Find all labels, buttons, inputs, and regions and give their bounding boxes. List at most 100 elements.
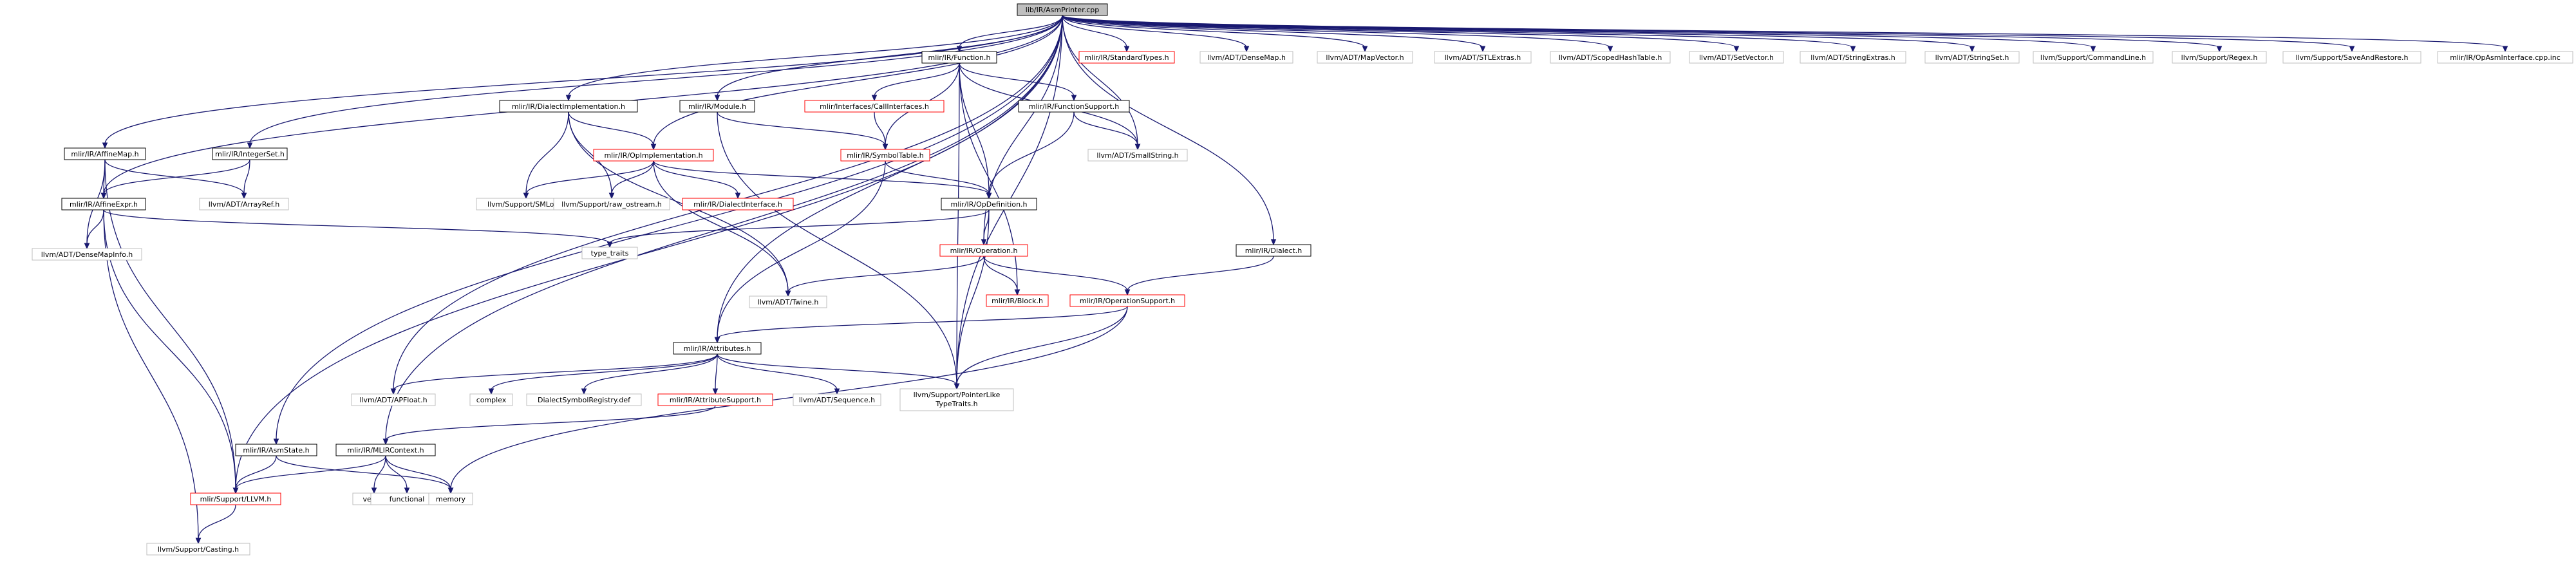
node-box	[581, 247, 638, 259]
edge-root-to-stringset	[1062, 15, 1975, 53]
node-box	[1017, 3, 1108, 16]
node-regex[interactable]: llvm/Support/Regex.h	[2172, 51, 2267, 64]
node-densemap[interactable]: llvm/ADT/DenseMap.h	[1199, 51, 1293, 64]
node-func[interactable]: mlir/IR/Function.h	[921, 51, 997, 64]
node-label: type_traits	[591, 249, 629, 258]
node-box	[1550, 51, 1671, 64]
node-label: llvm/ADT/DenseMap.h	[1207, 53, 1286, 62]
node-label: llvm/Support/Casting.h	[158, 545, 239, 554]
node-box	[1317, 51, 1413, 64]
node-box	[941, 198, 1037, 211]
node-stringextras[interactable]: llvm/ADT/StringExtras.h	[1800, 51, 1906, 64]
node-label: mlir/IR/SymbolTable.h	[847, 151, 924, 160]
node-attributes[interactable]: mlir/IR/Attributes.h	[673, 342, 762, 355]
node-asmstate[interactable]: mlir/IR/AsmState.h	[235, 444, 317, 456]
edge-root-to-setvector	[1062, 15, 1740, 53]
edge-opimpl-to-dialectif	[653, 160, 741, 200]
node-mapvector[interactable]: llvm/ADT/MapVector.h	[1317, 51, 1413, 64]
edge-root-to-mapvector	[1062, 15, 1368, 53]
node-box	[1069, 294, 1185, 307]
node-affineexpr[interactable]: mlir/IR/AffineExpr.h	[61, 198, 146, 211]
edge-attributes-to-apfloat	[390, 353, 718, 395]
node-stlextras[interactable]: llvm/ADT/STLExtras.h	[1434, 51, 1532, 64]
edge-opdef-to-typetraits	[606, 209, 990, 248]
node-box	[986, 294, 1049, 307]
node-sequence[interactable]: llvm/ADT/Sequence.h	[793, 393, 881, 406]
node-box	[32, 248, 142, 261]
node-label: llvm/ADT/StringExtras.h	[1810, 53, 1895, 62]
node-dialectimpl[interactable]: mlir/IR/DialectImplementation.h	[499, 100, 638, 113]
edge-root-to-densemap	[1062, 15, 1250, 53]
node-box	[673, 342, 762, 355]
node-label: llvm/ADT/ScopedHashTable.h	[1559, 53, 1662, 62]
node-twine[interactable]: llvm/ADT/Twine.h	[749, 295, 827, 308]
node-label: mlir/IR/OpDefinition.h	[950, 200, 1027, 209]
node-dialectsymreg[interactable]: DialectSymbolRegistry.def	[526, 393, 642, 406]
edge-root-to-integerset	[247, 15, 1063, 149]
node-densemapinfo[interactable]: llvm/ADT/DenseMapInfo.h	[32, 248, 142, 261]
node-symtable[interactable]: mlir/IR/SymbolTable.h	[840, 149, 930, 162]
node-saverestore[interactable]: llvm/Support/SaveAndRestore.h	[2282, 51, 2421, 64]
node-label: mlir/IR/IntegerSet.h	[215, 150, 285, 158]
node-typetraits[interactable]: type_traits	[581, 247, 638, 259]
node-root[interactable]: lib/IR/AsmPrinter.cpp	[1017, 3, 1108, 16]
node-complex[interactable]: complex	[469, 393, 513, 406]
node-opdef[interactable]: mlir/IR/OpDefinition.h	[941, 198, 1037, 211]
node-rawostream[interactable]: llvm/Support/raw_ostream.h	[553, 198, 670, 211]
node-setvector[interactable]: llvm/ADT/SetVector.h	[1689, 51, 1784, 64]
node-label: mlir/IR/Operation.h	[950, 247, 1018, 255]
node-opasminc[interactable]: mlir/IR/OpAsmInterface.cpp.inc	[2437, 51, 2573, 64]
node-dialectif[interactable]: mlir/IR/DialectInterface.h	[682, 198, 794, 211]
node-smloc[interactable]: llvm/Support/SMLoc.h	[476, 198, 576, 211]
node-arrayref[interactable]: llvm/ADT/ArrayRef.h	[199, 198, 289, 211]
node-box	[1078, 51, 1175, 64]
node-dialect[interactable]: mlir/IR/Dialect.h	[1236, 244, 1312, 257]
node-label: llvm/ADT/Sequence.h	[799, 396, 875, 404]
node-box	[1236, 244, 1312, 257]
edge-symtable-to-attributes	[714, 160, 886, 344]
node-block[interactable]: mlir/IR/Block.h	[986, 294, 1049, 307]
node-callif[interactable]: mlir/Interfaces/CallInterfaces.h	[804, 100, 945, 113]
node-label: mlir/IR/Dialect.h	[1245, 247, 1302, 255]
node-scopedhash[interactable]: llvm/ADT/ScopedHashTable.h	[1550, 51, 1671, 64]
node-label: mlir/IR/OpAsmInterface.cpp.inc	[2450, 53, 2561, 62]
node-label: mlir/IR/OperationSupport.h	[1080, 297, 1175, 305]
node-stdtypes[interactable]: mlir/IR/StandardTypes.h	[1078, 51, 1175, 64]
node-cmdline[interactable]: llvm/Support/CommandLine.h	[2033, 51, 2154, 64]
node-opimpl[interactable]: mlir/IR/OpImplementation.h	[593, 149, 714, 162]
node-box	[553, 198, 670, 211]
node-box	[679, 100, 755, 113]
node-opsupport[interactable]: mlir/IR/OperationSupport.h	[1069, 294, 1185, 307]
node-label: functional	[390, 495, 425, 503]
node-label: mlir/IR/AffineMap.h	[71, 150, 138, 158]
node-integerset[interactable]: mlir/IR/IntegerSet.h	[212, 147, 288, 160]
node-funcsupport[interactable]: mlir/IR/FunctionSupport.h	[1018, 100, 1130, 113]
node-label: mlir/IR/Attributes.h	[684, 344, 751, 353]
edge-funcsupport-to-smallstring	[1073, 111, 1141, 151]
node-label: llvm/ADT/STLExtras.h	[1445, 53, 1521, 62]
node-apfloat[interactable]: llvm/ADT/APFloat.h	[351, 393, 436, 406]
node-box	[351, 393, 436, 406]
node-label: mlir/IR/AttributeSupport.h	[670, 396, 761, 404]
node-casting[interactable]: llvm/Support/Casting.h	[146, 543, 250, 556]
node-memory[interactable]: memory	[428, 492, 473, 505]
node-operation[interactable]: mlir/IR/Operation.h	[939, 244, 1028, 257]
node-smallstring[interactable]: llvm/ADT/SmallString.h	[1087, 149, 1188, 162]
node-box	[899, 388, 1014, 411]
node-attrsupport[interactable]: mlir/IR/AttributeSupport.h	[657, 393, 773, 406]
node-box	[749, 295, 827, 308]
edge-operation-to-block	[983, 256, 1020, 296]
node-llvmh[interactable]: mlir/Support/LLVM.h	[190, 492, 281, 505]
edge-root-to-affinemap	[102, 15, 1063, 149]
node-affinemap[interactable]: mlir/IR/AffineMap.h	[64, 147, 146, 160]
node-label-line: llvm/Support/PointerLike	[914, 391, 1001, 399]
edge-root-to-smallstring	[1062, 15, 1141, 151]
node-stringset[interactable]: llvm/ADT/StringSet.h	[1924, 51, 2020, 64]
edge-mlircontext-to-functional	[385, 455, 410, 494]
node-label: mlir/IR/Block.h	[992, 297, 1043, 305]
edge-root-to-stdtypes	[1062, 15, 1130, 53]
node-box	[1800, 51, 1906, 64]
node-module[interactable]: mlir/IR/Module.h	[679, 100, 755, 113]
node-mlircontext[interactable]: mlir/IR/MLIRContext.h	[335, 444, 436, 456]
